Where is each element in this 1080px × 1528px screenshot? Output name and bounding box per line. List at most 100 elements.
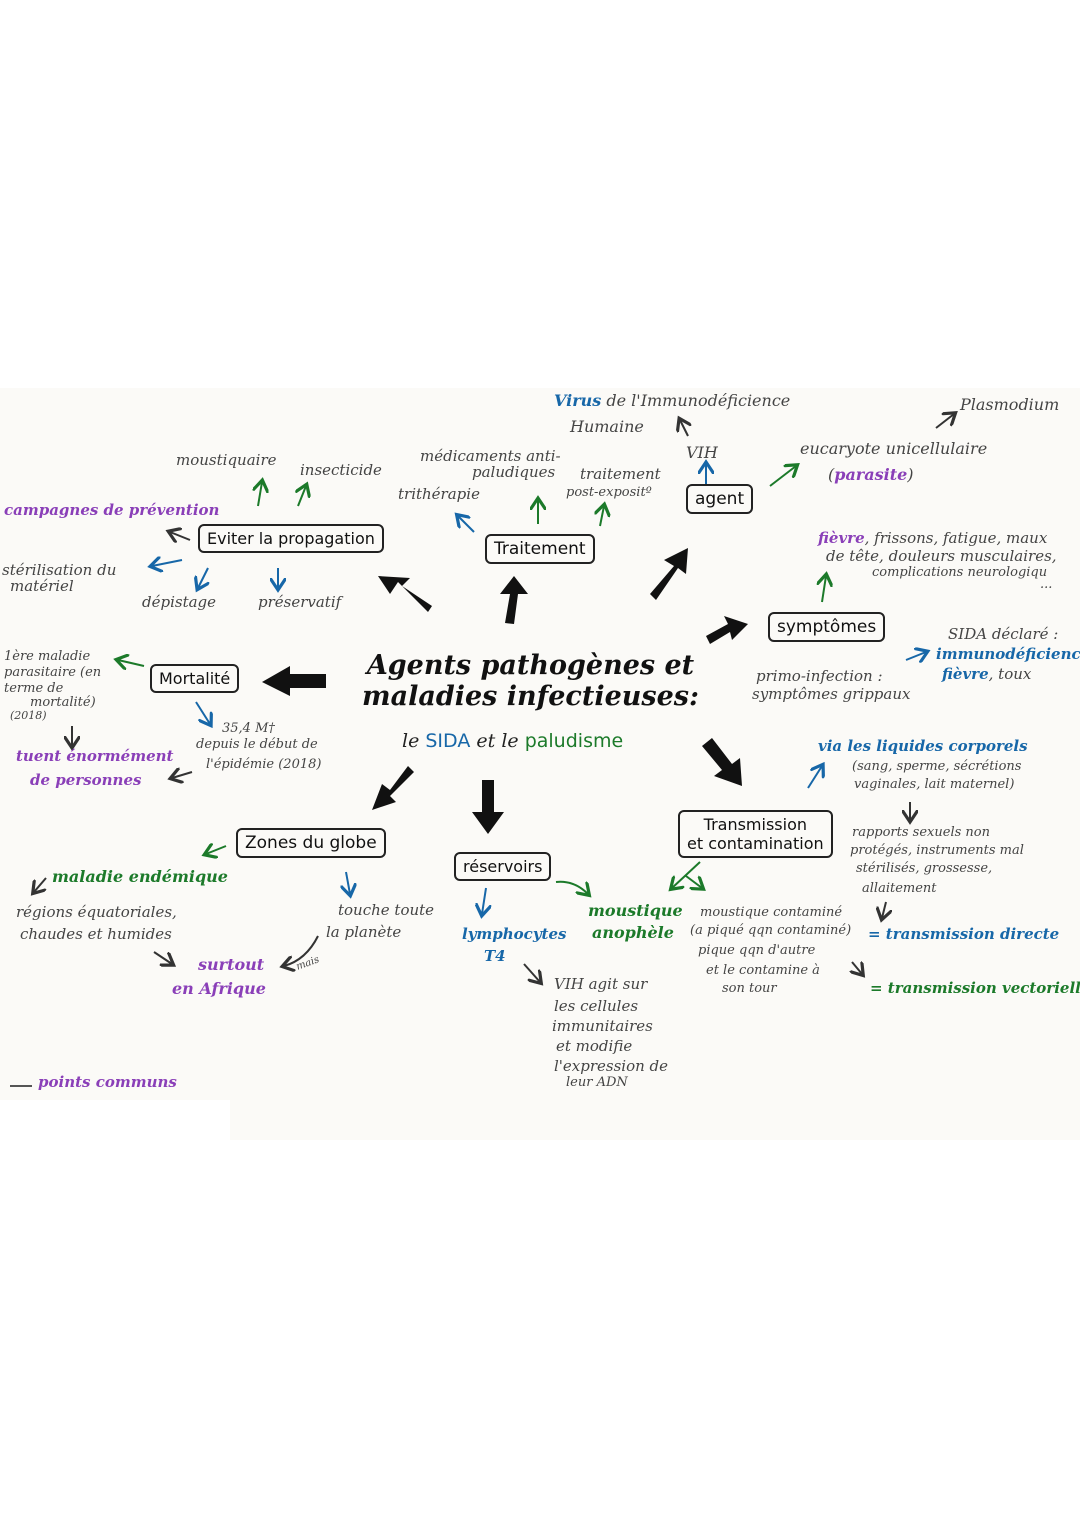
mort-line-1: 35,4 M† (222, 721, 275, 736)
touche-line-1: touche toute (338, 901, 435, 919)
arrow-to-depistage (198, 567, 208, 588)
sterilisation-line-2: matériel (10, 577, 74, 595)
parasite-close: ) (907, 465, 914, 484)
mortalite-box: Mortalité (150, 664, 240, 694)
fievre-line-3: complications neurologiqu (872, 565, 1048, 580)
parasite-open: ( (828, 465, 835, 484)
fievre-toux-word: fièvre (942, 665, 989, 683)
surtout-line-2: en Afrique (172, 979, 266, 998)
symptomes-box: symptômes (768, 612, 886, 643)
vih-agit-line-2: les cellules (554, 997, 639, 1015)
subtitle-paludisme: paludisme (524, 730, 624, 752)
arrow-to-directe (882, 901, 886, 918)
vih-agit-line-4: et modifie (556, 1037, 633, 1055)
thick-arrow-traitement (500, 576, 528, 624)
arrow-to-plasmodium (935, 414, 954, 429)
arrow-to-endemique (206, 846, 227, 854)
arrow-to-sterilisation (152, 560, 183, 566)
plasmodium-label: Plasmodium (960, 395, 1060, 414)
arrow-to-eucaryote (769, 466, 796, 487)
vih-agit-line-3: immunitaires (552, 1017, 653, 1035)
sterilisation-line-1: stérilisation du (2, 561, 117, 579)
thick-arrow-agent (650, 548, 688, 600)
moustique-contamine-line-1: moustique contaminé (700, 905, 843, 920)
moustique-contamine-line-5: son tour (722, 981, 777, 996)
reservoirs-box: réservoirs (454, 852, 552, 882)
arrow-to-traitement-post (600, 506, 604, 527)
center-title: Agents pathogènes et maladies infectieus… (362, 650, 699, 712)
arrow-to-tritherapie (458, 516, 475, 533)
sida-declare-label: SIDA déclaré : (948, 625, 1059, 643)
thick-arrow-mortalite (262, 666, 326, 696)
transmission-box: Transmission et contamination (678, 810, 833, 859)
liquides-line-2: (sang, sperme, sécrétions (852, 759, 1022, 774)
touche-line-2: la planète (326, 923, 402, 941)
arrow-to-tuent-2 (172, 772, 193, 778)
moustique-contamine-line-2: (a piqué qqn contaminé) (690, 923, 852, 938)
t4-label: T4 (484, 947, 506, 965)
mort-line-3: l'épidémie (2018) (206, 757, 322, 772)
arrow-to-anophele-from-transmission (672, 861, 701, 888)
fievre-line-1: fièvre, frissons, fatigue, maux (818, 529, 1048, 547)
primo-infection-line-1: primo-infection : (756, 667, 883, 685)
rapports-line-4: allaitement (862, 881, 937, 896)
parasite-word: parasite (834, 465, 908, 484)
virus-rest: de l'Immunodéficience (606, 391, 791, 410)
arrow-mais-curve (284, 935, 319, 966)
traitement-box: Traitement (485, 534, 595, 565)
maladie-line-5: (2018) (10, 709, 47, 722)
arrow-to-moustique-contamine (685, 875, 702, 888)
mind-map-sheet: Agents pathogènes et maladies infectieus… (0, 388, 1080, 1140)
traitement-post-line-2: post-expositº (566, 485, 652, 500)
thick-arrow-zones (372, 766, 414, 810)
regions-line-2: chaudes et humides (20, 925, 172, 943)
thick-arrow-reservoirs (472, 780, 504, 834)
arrow-to-touche (346, 871, 350, 894)
arrow-to-lymphocytes (482, 887, 486, 914)
subtitle-le-2: le (501, 730, 519, 752)
title-line-2: maladies infectieuses: (362, 681, 699, 713)
thick-arrow-eviter (378, 576, 432, 612)
subtitle-sida: SIDA (425, 730, 471, 752)
rapports-line-3: stérilisés, grossesse, (856, 861, 993, 876)
tuent-line-2: de personnes (30, 771, 142, 789)
arrow-to-surtout-left (153, 951, 172, 964)
arrow-to-liquides (807, 766, 822, 789)
insecticide-label: insecticide (300, 461, 382, 479)
thick-arrow-symptomes (706, 616, 748, 644)
virus-humaine: Humaine (570, 417, 644, 436)
vih-label: VIH (686, 443, 718, 462)
agent-box: agent (686, 484, 754, 515)
surtout-line-1: surtout (198, 955, 265, 974)
moustiquaire-label: moustiquaire (176, 451, 277, 469)
center-subtitle: le SIDA et le paludisme (402, 730, 623, 752)
paper-tab (0, 1100, 230, 1140)
moustique-contamine-line-3: pique qqn d'autre (698, 943, 816, 958)
arrow-to-maladie-mortalite (118, 660, 145, 666)
campagnes-label: campagnes de prévention (4, 501, 220, 519)
medicaments-line-2: paludiques (472, 463, 556, 481)
depistage-label: dépistage (142, 593, 217, 611)
regions-line-1: régions équatoriales, (16, 903, 177, 921)
liquides-line-3: vaginales, lait maternel) (854, 777, 1015, 792)
tuent-line-1: tuent énormément (16, 747, 174, 765)
fievre-line-2: de tête, douleurs musculaires, (826, 547, 1057, 565)
preservatif-label: préservatif (258, 593, 342, 611)
virus-label: Virus de l'Immunodéficience (554, 391, 791, 410)
arrow-to-vectorielle (852, 962, 862, 974)
fievre-rest: , frissons, fatigue, maux (864, 529, 1048, 547)
rapports-line-2: protégés, instruments mal (850, 843, 1024, 858)
arrows-layer (10, 388, 1080, 1087)
arrow-to-moustiquaire (258, 482, 262, 507)
liquides-label: via les liquides corporels (818, 737, 1028, 755)
zones-globe-box: Zones du globe (236, 828, 386, 859)
transmission-line-2: et contamination (687, 834, 824, 854)
endemique-label: maladie endémique (52, 867, 228, 886)
legend-points-communs: points communs (38, 1073, 177, 1091)
arrow-to-fievre (822, 576, 826, 603)
rapports-line-1: rapports sexuels non (852, 825, 990, 840)
moustique-anophele-line-2: anophèle (592, 923, 674, 942)
vih-agit-line-5: l'expression de (554, 1057, 669, 1075)
virus-word: Virus (554, 391, 602, 410)
vih-agit-line-1: VIH agit sur (554, 975, 648, 993)
